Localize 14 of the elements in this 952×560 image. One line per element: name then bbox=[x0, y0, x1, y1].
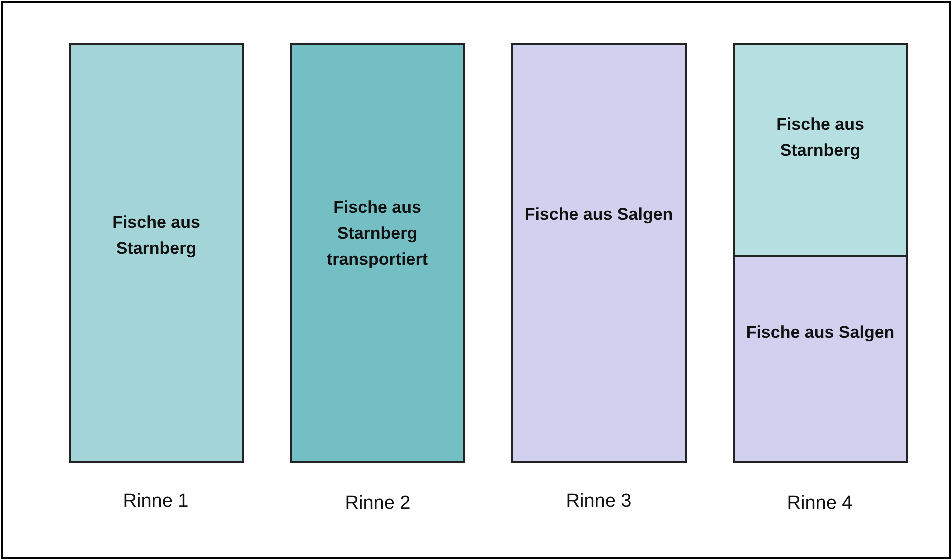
tank-label: Fische aus Starnberg bbox=[776, 114, 866, 162]
tank-name: Rinne 3 bbox=[566, 491, 632, 513]
tank-label: Fische aus Salgen bbox=[746, 322, 896, 344]
tank-label: Fische aus Starnberg bbox=[112, 212, 202, 260]
tank-name: Rinne 4 bbox=[787, 493, 853, 515]
tank-name: Rinne 2 bbox=[345, 493, 411, 515]
tank-box bbox=[733, 255, 908, 463]
tank-box bbox=[733, 43, 908, 257]
tank-box bbox=[511, 43, 687, 463]
tank-box bbox=[290, 43, 465, 463]
tank-name: Rinne 1 bbox=[123, 491, 189, 513]
tank-label: Fische aus Salgen bbox=[524, 204, 674, 226]
tank-box bbox=[69, 43, 244, 463]
tank-label: Fische aus Starnberg transportiert bbox=[326, 197, 430, 271]
